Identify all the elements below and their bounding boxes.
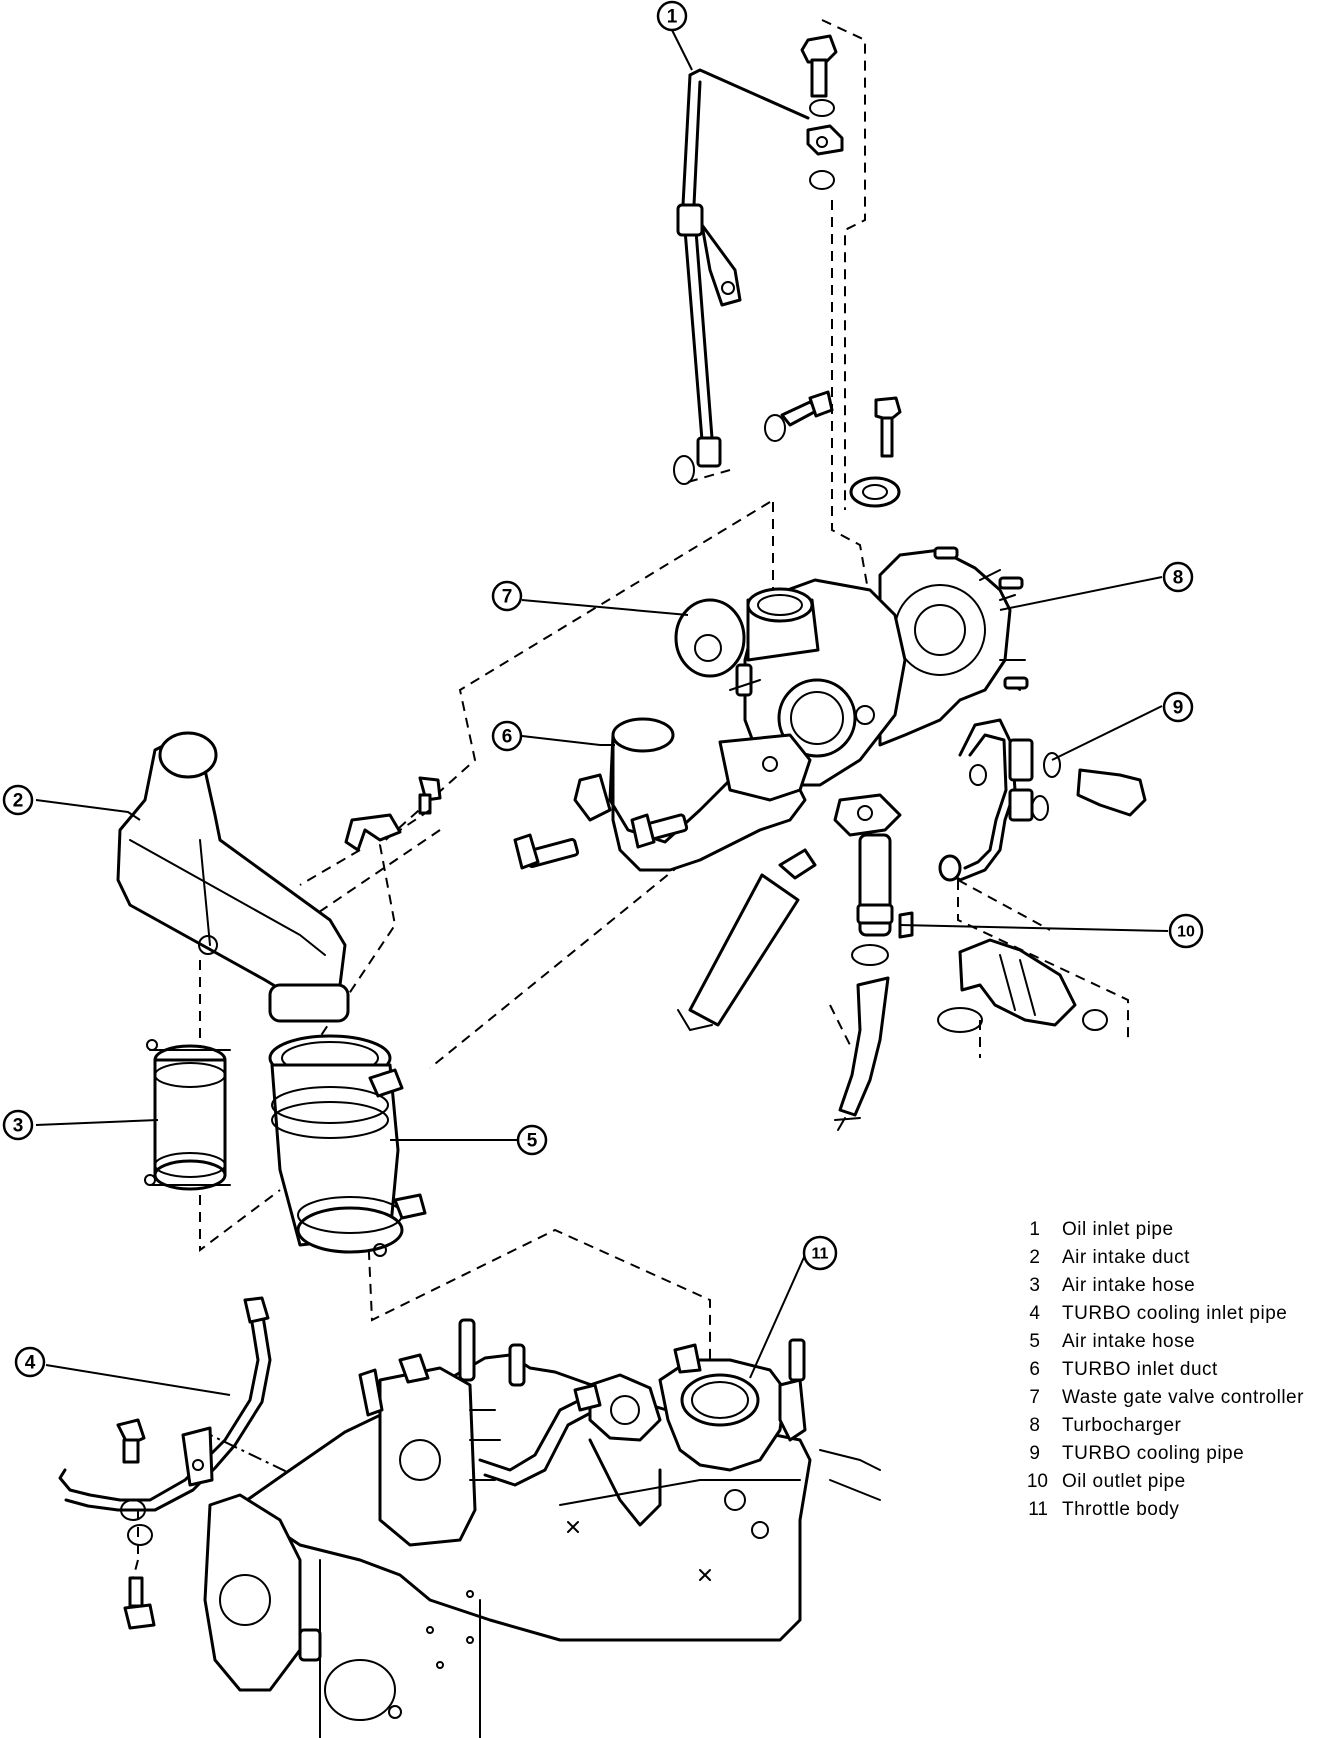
turbo-cooling-pipe (938, 718, 1147, 882)
legend-num-5: 5 (1029, 1331, 1040, 1352)
legend-num-9: 9 (1029, 1443, 1040, 1464)
callout-11: 11 (802, 1235, 838, 1271)
turbocharger (743, 546, 1029, 787)
svg-text:6: 6 (502, 727, 513, 748)
callout-1: 1 (656, 0, 688, 32)
oil-inlet-pipe (673, 68, 834, 485)
legend-num-4: 4 (1029, 1303, 1040, 1324)
legend-label-5: Air intake hose (1062, 1331, 1195, 1352)
legend-label-6: TURBO inlet duct (1062, 1359, 1218, 1380)
legend-num-8: 8 (1029, 1415, 1040, 1436)
svg-text:11: 11 (812, 1246, 829, 1263)
legend-num-2: 2 (1029, 1247, 1040, 1268)
legend-label-1: Oil inlet pipe (1062, 1219, 1174, 1240)
cooling-hoses (677, 848, 1108, 1033)
svg-text:4: 4 (25, 1353, 36, 1374)
callout-2: 2 (2, 784, 34, 816)
legend-num-11: 11 (1028, 1499, 1048, 1520)
callout-4: 4 (14, 1346, 46, 1378)
air-duct-clips (299, 776, 442, 886)
oil-outlet-pipe (833, 793, 914, 1131)
svg-text:1: 1 (667, 7, 678, 28)
legend-label-3: Air intake hose (1062, 1275, 1195, 1296)
throttle-body (573, 1338, 881, 1539)
svg-text:10: 10 (1177, 924, 1195, 941)
legend-num-6: 6 (1029, 1359, 1040, 1380)
legend-num-10: 10 (1027, 1471, 1048, 1492)
svg-text:8: 8 (1173, 568, 1184, 589)
engine-manifold-left (358, 1318, 598, 1547)
svg-text:3: 3 (13, 1116, 24, 1137)
misc-marks (426, 1521, 711, 1669)
leader-lines (35, 29, 1169, 1396)
air-intake-hose-large (268, 1034, 427, 1257)
legend-label-10: Oil outlet pipe (1062, 1471, 1186, 1492)
callout-6: 6 (491, 720, 523, 752)
callout-10: 10 (1168, 913, 1204, 949)
callout-7: 7 (491, 580, 523, 612)
callout-9: 9 (1162, 691, 1194, 723)
air-intake-hose-small (144, 1039, 231, 1191)
legend-label-9: TURBO cooling pipe (1062, 1443, 1244, 1464)
air-intake-duct (116, 731, 350, 1023)
oil-inlet-fasteners (800, 34, 902, 508)
legend-label-2: Air intake duct (1062, 1247, 1190, 1268)
legend-label-7: Waste gate valve controller (1062, 1387, 1304, 1408)
parts-legend: 1 Oil inlet pipe 2 Air intake duct 3 Air… (1027, 1219, 1304, 1520)
svg-text:5: 5 (527, 1131, 538, 1152)
svg-text:9: 9 (1173, 698, 1184, 719)
legend-label-8: Turbocharger (1062, 1415, 1182, 1436)
callout-8: 8 (1162, 561, 1194, 593)
callout-5: 5 (516, 1124, 548, 1156)
svg-text:2: 2 (13, 791, 24, 812)
callout-3: 3 (2, 1109, 34, 1141)
turbo-cooling-inlet-pipe (58, 1296, 272, 1630)
legend-num-3: 3 (1029, 1275, 1040, 1296)
legend-label-4: TURBO cooling inlet pipe (1062, 1303, 1287, 1324)
legend-label-11: Throttle body (1062, 1499, 1179, 1520)
svg-text:7: 7 (502, 587, 513, 608)
turbo-inlet-duct (513, 717, 812, 872)
waste-gate-valve-controller (674, 587, 820, 697)
legend-num-1: 1 (1029, 1219, 1040, 1240)
legend-num-7: 7 (1029, 1387, 1040, 1408)
assembly-dash-lines (129, 19, 1129, 1591)
